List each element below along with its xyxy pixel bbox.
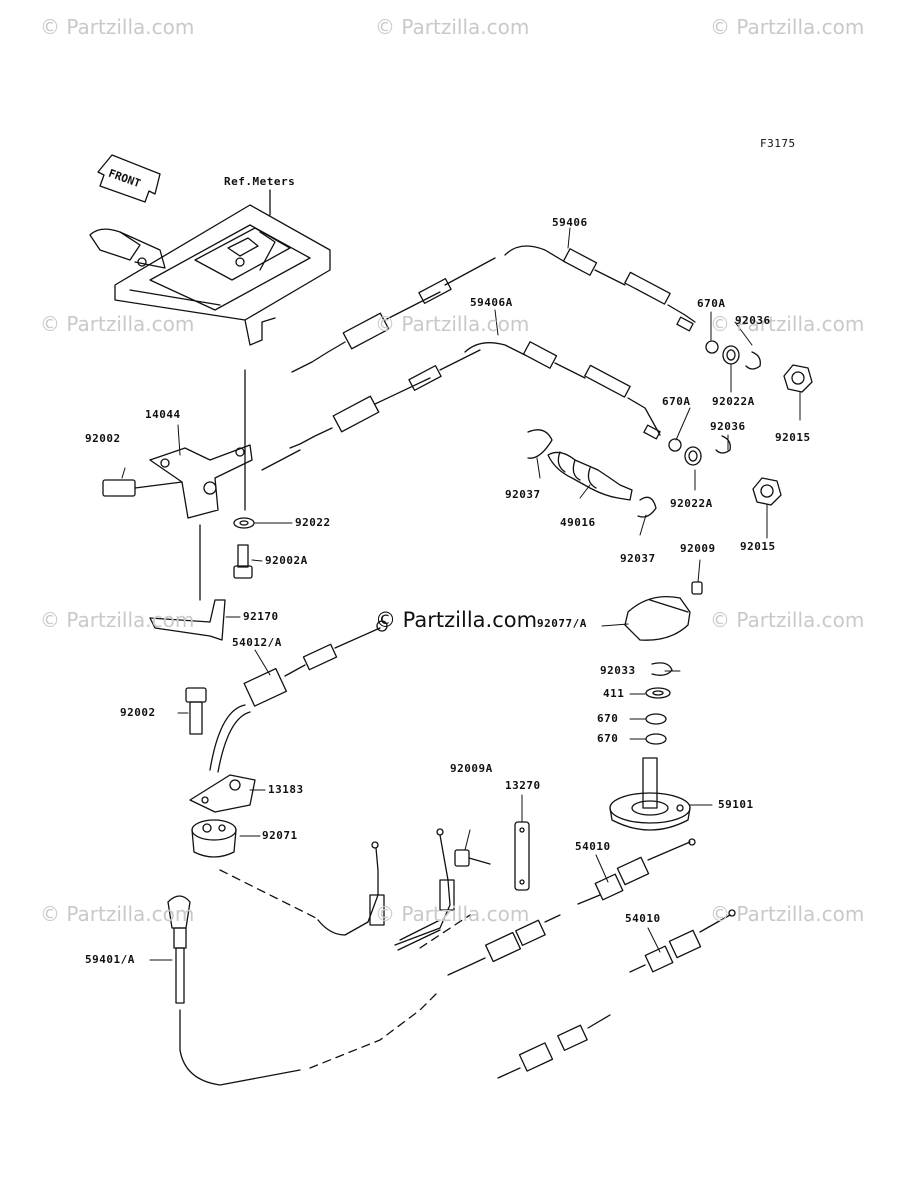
leader-lines	[121, 227, 801, 961]
watermark-text: © Partzilla.com	[375, 902, 530, 926]
part-label: 54010	[575, 840, 611, 853]
part-label: 670A	[662, 395, 691, 408]
pulley-59101	[609, 757, 691, 831]
watermark-text: © Partzilla.com	[710, 902, 865, 926]
part-label: 92022	[295, 516, 331, 529]
bracket-92170	[149, 524, 226, 641]
part-label: 49016	[560, 516, 596, 529]
small-parts-center	[645, 662, 673, 745]
watermark-text: © Partzilla.com	[40, 15, 195, 39]
part-label: 92002A	[265, 554, 308, 567]
part-label: 92022A	[670, 497, 713, 510]
front-arrow-icon	[97, 154, 161, 203]
part-label: 92002	[85, 432, 121, 445]
part-label: 92037	[620, 552, 656, 565]
watermark-text: © Partzilla.com	[375, 15, 530, 39]
watermark-text: © Partzilla.com	[40, 902, 195, 926]
ref-meters-label: Ref.Meters	[224, 175, 296, 188]
part-label: 59406A	[470, 296, 513, 309]
watermark-text: © Partzilla.com	[375, 312, 530, 336]
part-label: 92002	[120, 706, 156, 719]
part-label: 92009A	[450, 762, 493, 775]
part-label: 54010	[625, 912, 661, 925]
part-label: 13270	[505, 779, 541, 792]
bracket-14044	[102, 369, 301, 529]
part-label: 670A	[697, 297, 726, 310]
part-label: 92009	[680, 542, 716, 555]
part-label: 92077/A	[537, 617, 587, 630]
part-label: 92036	[710, 420, 746, 433]
part-label: 92036	[735, 314, 771, 327]
choke-cable-54012	[209, 620, 388, 773]
part-label: 92071	[262, 829, 298, 842]
part-label: 14044	[145, 408, 181, 421]
watermark-text: © Partzilla.com	[710, 608, 865, 632]
watermark-text: © Partzilla.com	[40, 608, 195, 632]
watermark-main: © Partzilla.com	[375, 608, 538, 632]
part-label: 92015	[775, 431, 811, 444]
part-label: 670	[597, 712, 619, 725]
boot-and-clips	[527, 429, 657, 518]
figure-code: F3175	[760, 137, 796, 150]
part-label: 92033	[600, 664, 636, 677]
bolt-92002-lower	[185, 687, 207, 735]
connection-lines	[219, 869, 471, 949]
right-fasteners	[668, 340, 813, 506]
bracket-13270	[454, 821, 530, 891]
meter-bracket	[89, 189, 331, 346]
grommet-92071	[191, 819, 237, 858]
throttle-cable-upper	[291, 245, 696, 373]
cable-ends-center	[317, 828, 455, 951]
bolt-92002A	[233, 544, 253, 579]
part-label: 92170	[243, 610, 279, 623]
knob-92077A	[624, 581, 703, 641]
part-label: 670	[597, 732, 619, 745]
part-label: 92015	[740, 540, 776, 553]
part-label: 92037	[505, 488, 541, 501]
watermark-text: © Partzilla.com	[40, 312, 195, 336]
cables-54010	[447, 838, 736, 1079]
plate-13183	[189, 774, 256, 813]
knob-59401A	[167, 895, 441, 1086]
part-label: 411	[603, 687, 625, 700]
part-label: 13183	[268, 783, 304, 796]
throttle-cable-lower	[289, 341, 661, 449]
part-label: 59401/A	[85, 953, 135, 966]
watermark-text: © Partzilla.com	[710, 15, 865, 39]
part-label: 59101	[718, 798, 754, 811]
part-label: 54012/A	[232, 636, 282, 649]
part-label: 92022A	[712, 395, 755, 408]
watermark-text: © Partzilla.com	[710, 312, 865, 336]
part-label: 59406	[552, 216, 588, 229]
